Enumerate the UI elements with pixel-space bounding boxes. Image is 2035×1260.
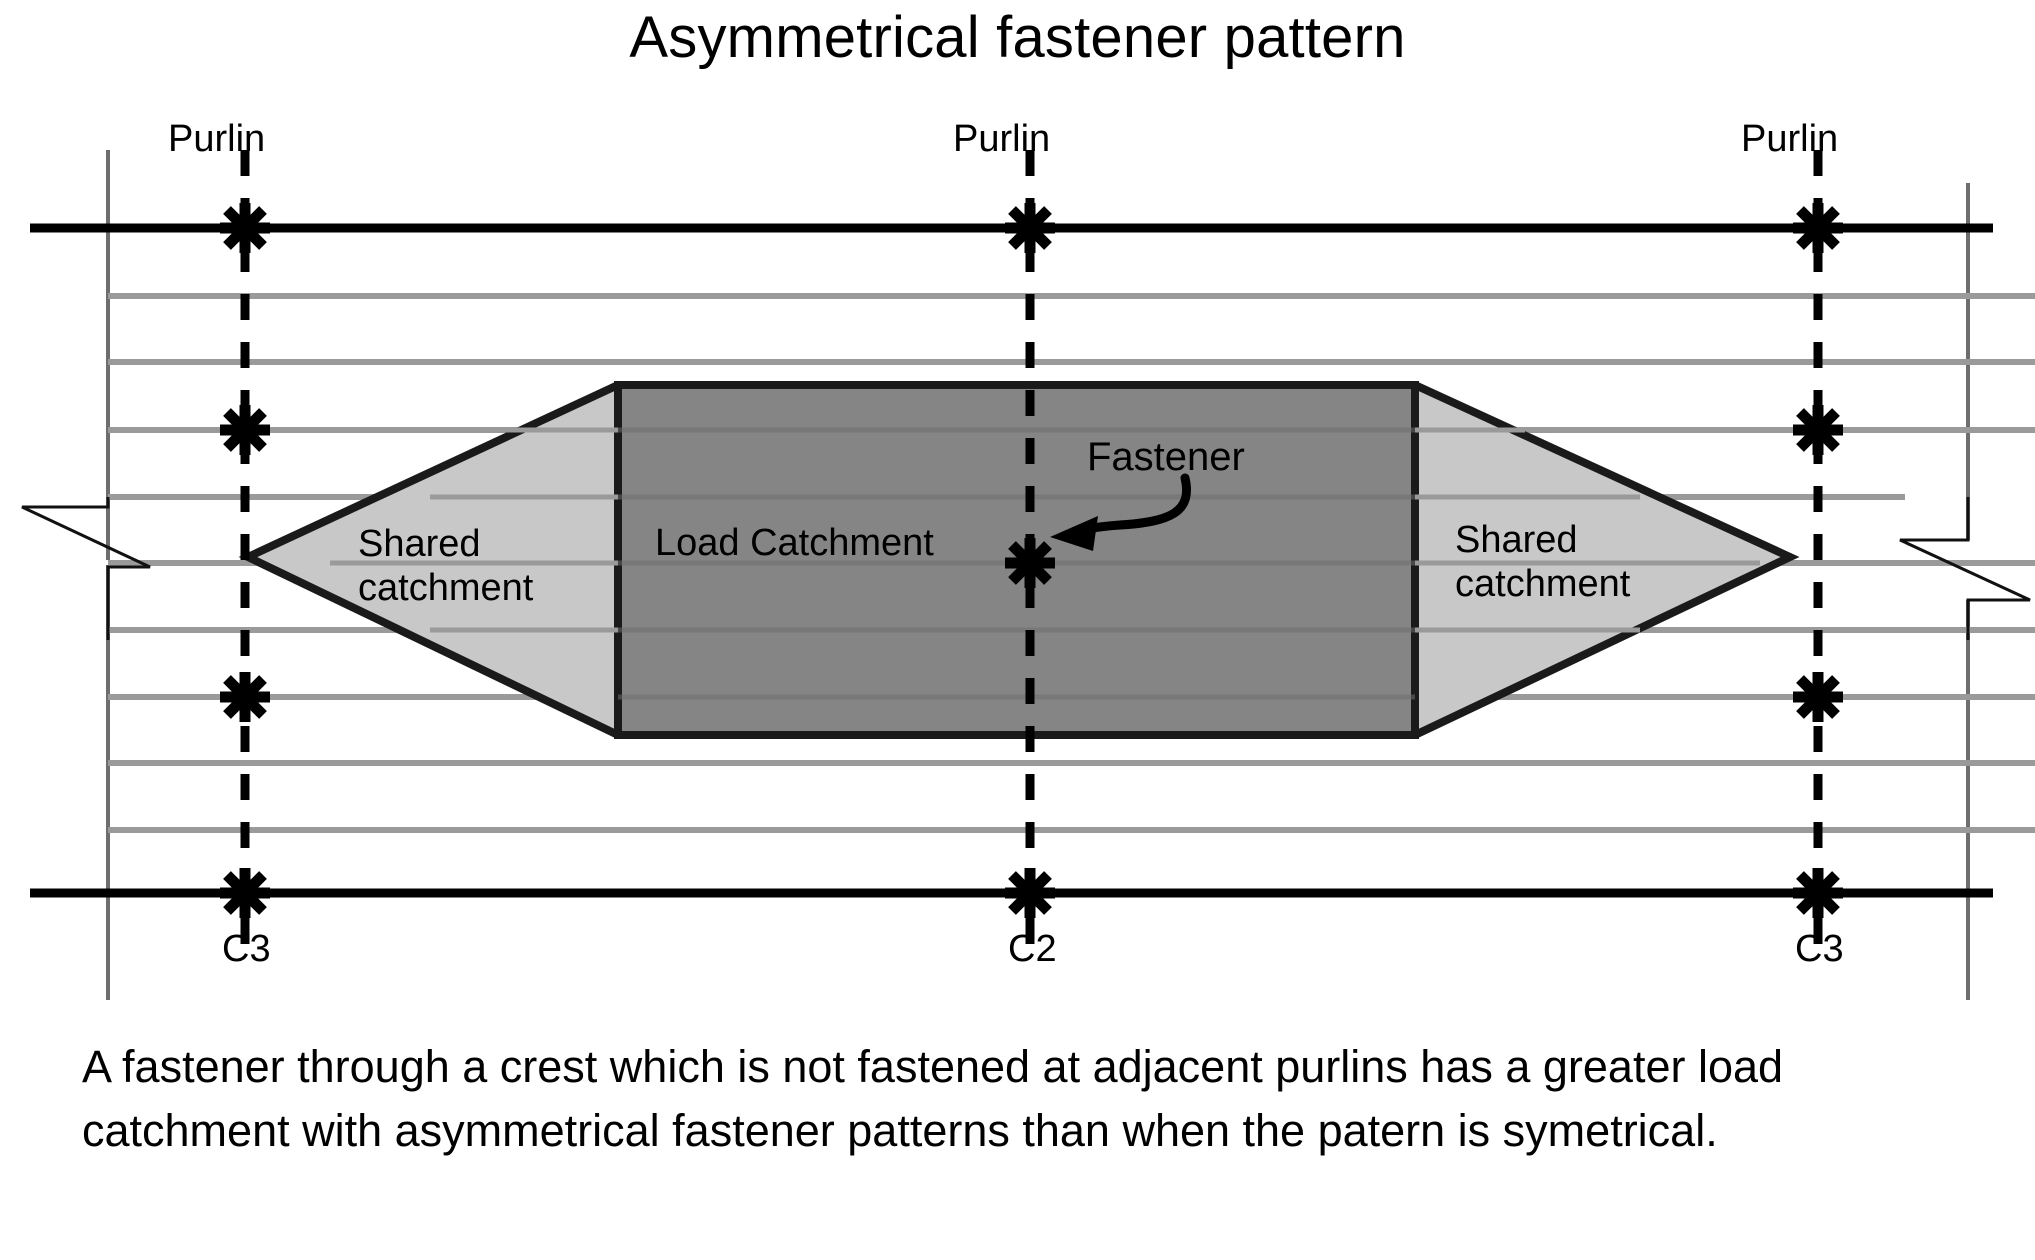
column-label-c3-left: C3	[222, 928, 271, 970]
fastener-marker	[220, 203, 270, 253]
fastener-marker	[1793, 405, 1843, 455]
fastener-marker	[1793, 672, 1843, 722]
purlin-label-left: Purlin	[168, 118, 266, 160]
load-catchment-label: Load Catchment	[655, 522, 934, 564]
fastener-marker	[1793, 868, 1843, 918]
fastener-marker	[1793, 203, 1843, 253]
purlin-label-right: Purlin	[1741, 118, 1839, 160]
fastener-marker	[1005, 203, 1055, 253]
column-label-c3-right: C3	[1795, 928, 1844, 970]
break-line-icon-right	[1899, 497, 2031, 640]
fastener-marker	[220, 868, 270, 918]
fastener-marker	[1005, 538, 1055, 588]
page-title: Asymmetrical fastener pattern	[629, 5, 1406, 70]
curved-arrow-icon	[1050, 473, 1191, 551]
shared-catchment-label-right: Shared catchment	[1455, 519, 1631, 606]
column-label-c2: C2	[1008, 928, 1057, 970]
purlin-label-centre: Purlin	[953, 118, 1051, 160]
fastener-marker	[220, 405, 270, 455]
figure-caption: A fastener through a crest which is not …	[82, 1041, 1784, 1156]
fastener-marker	[1005, 868, 1055, 918]
shared-catchment-label-left: Shared catchment	[358, 523, 534, 610]
fastener-marker	[220, 672, 270, 722]
sheet-ribs-overlay-light	[330, 427, 1760, 633]
break-line-icon-left	[21, 497, 151, 640]
fastener-callout-label: Fastener	[1087, 435, 1245, 479]
